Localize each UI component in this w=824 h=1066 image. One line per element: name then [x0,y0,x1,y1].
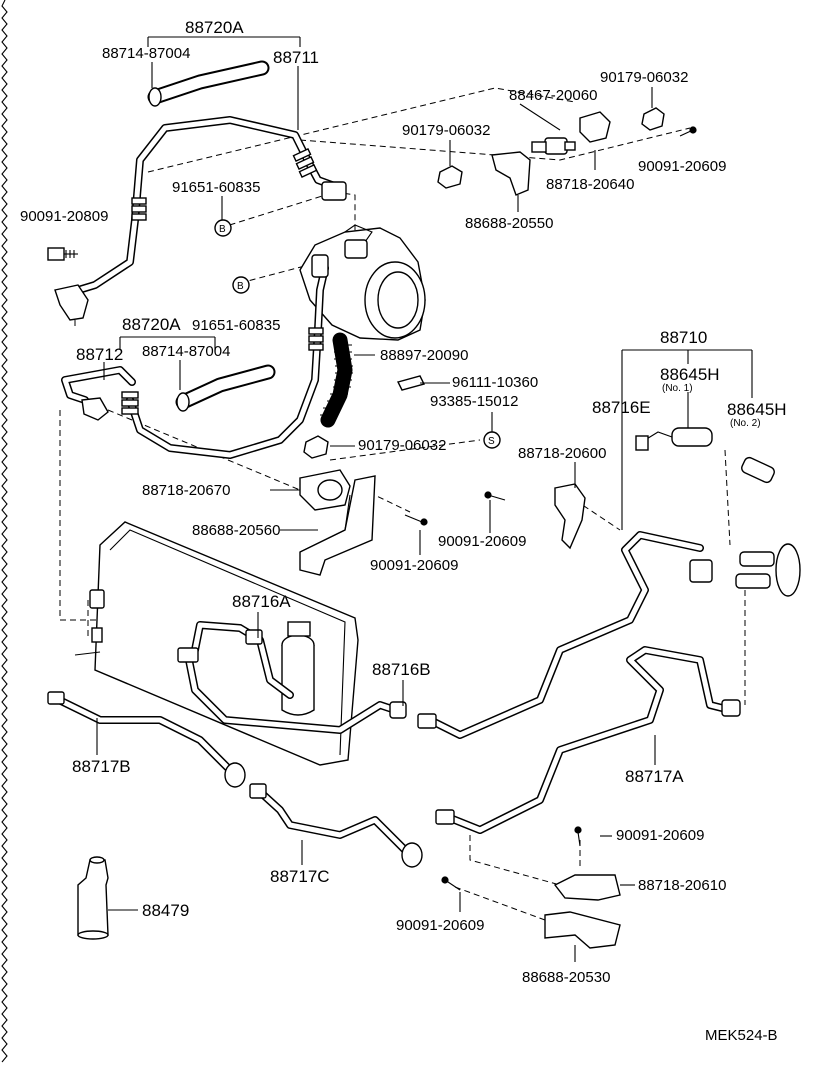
label-88712: 88712 [76,345,123,364]
bolt-90091-20609-mid [404,514,428,526]
label-88479: 88479 [142,901,189,920]
label-88688-20550: 88688-20550 [465,215,553,232]
label-90091-bottom-2: 90091-20609 [396,917,484,934]
label-88467: 88467-20060 [509,87,597,104]
hose-88714-top [147,60,270,107]
label-mark-b-mid: B [237,281,244,292]
assembly-guide-lines [59,87,746,921]
pressure-switch-88467 [531,111,611,155]
label-88716B: 88716B [372,660,431,679]
bolt-90091-20609-bottom-2 [441,876,461,891]
nut-90179-top-mid [437,165,463,189]
bracket-88688-20550 [491,151,531,196]
page-edge-zigzag [1,0,8,1063]
bolt-90091-20809 [47,247,78,261]
oring-marker-b-mid [232,276,250,294]
tube-88717B [47,691,246,788]
label-88714-mid: 88714-87004 [142,343,230,360]
suction-pipe-88712 [61,366,139,421]
label-90091-mid: 90091-20609 [370,557,458,574]
label-88714-top: 88714-87004 [102,45,190,62]
pressure-switch-no1 [635,427,713,451]
label-mark-s: S [488,436,495,447]
pressure-switch-no2 [741,456,775,484]
receiver-88716A [177,621,407,734]
label-96111: 96111-10360 [452,374,538,391]
label-90091-bottom-1: 90091-20609 [616,827,704,844]
nut-90179-mid [303,435,329,459]
pipe-88710 [435,646,741,834]
clamp-88718-20670 [299,469,351,511]
liquid-tube-88716E [417,531,704,739]
label-88645H-no2-note: (No. 2) [730,418,761,429]
bolt-90091-20609-bottom-1 [574,826,582,847]
block-joint [689,543,801,597]
label-88717A: 88717A [625,767,684,786]
clamp-88718-20610 [553,874,621,901]
label-88645H-no2: 88645H [727,400,787,419]
clamp-88718-20600 [554,483,586,550]
label-90091-right: 90091-20609 [438,533,526,550]
label-88718-20640: 88718-20640 [546,176,634,193]
discharge-hose-88711 [54,116,347,321]
label-90091-top-right: 90091-20609 [638,158,726,175]
compressor [126,224,426,459]
label-88716E: 88716E [592,398,651,417]
leader-lines [96,36,753,962]
label-93385: 93385-15012 [430,393,518,410]
part-labels: 88720A 88714-87004 88711 90091-20809 916… [20,18,787,1044]
label-90179-mid: 90179-06032 [358,437,446,454]
nut-90179-top-right [641,107,665,131]
tube-88717C [249,783,423,868]
label-88716A: 88716A [232,592,291,611]
label-88645H-no1-note: (No. 1) [662,383,693,394]
oring-marker-b-top [214,219,232,237]
label-88897: 88897-20090 [380,347,468,364]
label-88645H-no1: 88645H [660,365,720,384]
figure-code: MEK524-B [705,1027,778,1044]
label-88717B: 88717B [72,757,131,776]
label-90179-top-right: 90179-06032 [600,69,688,86]
label-88718-20610: 88718-20610 [638,877,726,894]
label-88720A-top: 88720A [185,18,244,37]
label-90179-top-mid: 90179-06032 [402,122,490,139]
label-88717C: 88717C [270,867,330,886]
label-91651-top: 91651-60835 [172,179,260,196]
bolt-90091-20609-right [484,491,506,501]
clip-96111 [396,375,426,391]
hose-88714-mid [175,364,276,412]
label-90091-20809: 90091-20809 [20,208,108,225]
bracket-88688-20560 [299,475,376,576]
label-88688-20560: 88688-20560 [192,522,280,539]
bolt-90091-20609-top [679,126,697,137]
bracket-88688-20530 [544,911,621,949]
label-88718-20600: 88718-20600 [518,445,606,462]
label-88710: 88710 [660,328,707,347]
label-mark-b-top: B [219,224,226,235]
desiccant-88479 [77,856,109,940]
label-88718-20670: 88718-20670 [142,482,230,499]
label-88711: 88711 [273,48,319,67]
label-91651-mid: 91651-60835 [192,317,280,334]
label-88720A-mid: 88720A [122,315,181,334]
label-88688-20530: 88688-20530 [522,969,610,986]
drain-hose-88897 [320,332,353,428]
